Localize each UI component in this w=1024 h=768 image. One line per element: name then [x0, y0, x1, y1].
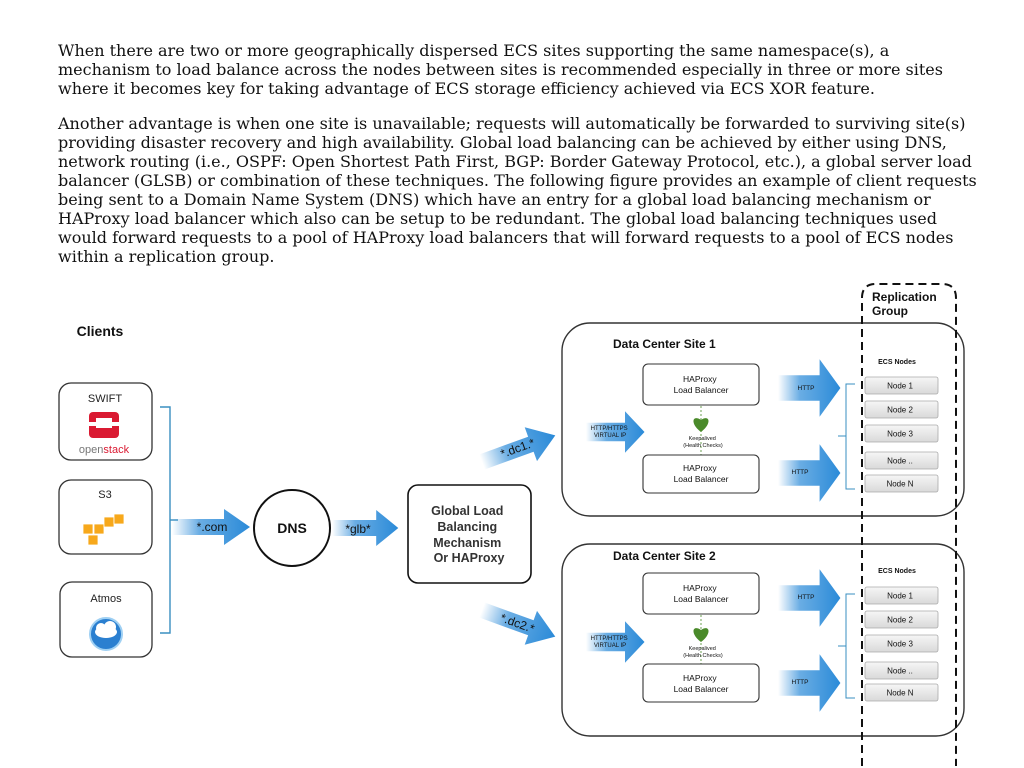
- keepalived-heart-icon: [693, 418, 709, 432]
- client-s3-label: S3: [98, 489, 111, 501]
- ecs-node-box: [864, 424, 939, 443]
- site-1-nodes-bracket: [838, 383, 855, 490]
- site-1-http-label-bottom: HTTP: [792, 469, 809, 476]
- site-1-keepalived-label: Keepalived (Health Checks): [683, 436, 723, 449]
- site-2-node-list: Node 1 Node 2 Node 3 Node .. Node N: [864, 586, 939, 702]
- site-1-haproxy-top: [642, 363, 760, 406]
- client-swift: SWIFT openstack: [58, 382, 153, 461]
- ecs-node-box: [864, 451, 939, 470]
- ecs-node-label: Node 3: [887, 430, 913, 439]
- ecs-node-box: [864, 683, 939, 702]
- data-center-site-2: Data Center Site 2 HTTP/HTTPS VIRTUAL IP…: [561, 543, 965, 737]
- data-center-site-1: Data Center Site 1 HTTP/HTTPS VIRTUAL IP…: [561, 322, 965, 517]
- site-2-haproxy-top-label: HAProxy Load Balancer: [674, 583, 729, 604]
- client-atmos-label: Atmos: [90, 593, 122, 605]
- ecs-node-box: [864, 661, 939, 680]
- ecs-node-label: Node 2: [887, 406, 913, 415]
- site-2-nodes-bracket: [838, 593, 855, 699]
- ecs-node-label: Node N: [886, 689, 913, 698]
- ecs-node-box: [864, 586, 939, 605]
- ecs-node-label: Node N: [886, 480, 913, 489]
- ecs-node-label: Node 1: [887, 592, 913, 601]
- openstack-wordmark: openstack: [79, 444, 130, 456]
- site-2-haproxy-bottom-label: HAProxy Load Balancer: [674, 673, 729, 694]
- site-1-haproxy-bottom-label: HAProxy Load Balancer: [674, 463, 729, 484]
- site-1-ecs-nodes-title: ECS Nodes: [878, 359, 916, 366]
- site-1-haproxy-top-label: HAProxy Load Balancer: [674, 374, 729, 395]
- glb-arrow-label: *glb*: [345, 522, 371, 536]
- site-1-vip-label: HTTP/HTTPS VIRTUAL IP: [591, 426, 630, 439]
- site-2-http-label-top: HTTP: [798, 594, 815, 601]
- global-load-balancer-box: [407, 484, 532, 584]
- ecs-node-label: Node 2: [887, 616, 913, 625]
- replication-group-border: [861, 283, 957, 766]
- ecs-node-box: [864, 400, 939, 419]
- site-1-node-list: Node 1 Node 2 Node 3 Node .. Node N: [864, 376, 939, 493]
- site-1-title: Data Center Site 1: [613, 337, 716, 351]
- cloud-globe-icon: [89, 617, 123, 651]
- com-arrow-label: *.com: [197, 520, 228, 534]
- client-swift-label: SWIFT: [88, 393, 122, 405]
- site-2-title: Data Center Site 2: [613, 549, 716, 563]
- ecs-node-label: Node 1: [887, 382, 913, 391]
- ecs-node-box: [864, 610, 939, 629]
- ecs-node-box: [864, 474, 939, 493]
- client-s3: S3: [58, 479, 153, 555]
- openstack-icon: [89, 412, 119, 438]
- ecs-node-label: Node ..: [887, 457, 913, 466]
- site-1-http-label-top: HTTP: [798, 385, 815, 392]
- dns-label: DNS: [277, 520, 307, 536]
- ecs-node-label: Node ..: [887, 667, 913, 676]
- ecs-node-box: [864, 376, 939, 395]
- aws-cubes-icon: [82, 513, 125, 546]
- intro-paragraph: When there are two or more geographicall…: [58, 41, 943, 98]
- site-2-haproxy-bottom: [642, 663, 760, 703]
- site-2-keepalived-label: Keepalived (Health Checks): [683, 646, 723, 659]
- replication-group-label: Replication Group: [872, 290, 940, 318]
- site-2-vip-label: HTTP/HTTPS VIRTUAL IP: [591, 636, 630, 649]
- clients-title: Clients: [77, 323, 124, 339]
- ecs-node-label: Node 3: [887, 640, 913, 649]
- ecs-node-box: [864, 634, 939, 653]
- body-paragraph: Another advantage is when one site is un…: [58, 114, 977, 266]
- client-atmos: Atmos: [59, 581, 153, 658]
- site-2-http-label-bottom: HTTP: [792, 679, 809, 686]
- global-load-balancing-diagram: Clients SWIFT openstack S3 Atmos: [58, 283, 965, 766]
- site-2-ecs-nodes-title: ECS Nodes: [878, 568, 916, 575]
- site-1-haproxy-bottom: [642, 454, 760, 494]
- site-2-haproxy-top: [642, 572, 760, 615]
- clients-bracket: [160, 406, 171, 634]
- global-load-balancer-label: Global Load Balancing Mechanism Or HAPro…: [431, 504, 507, 565]
- dns-node: [253, 489, 331, 567]
- keepalived-heart-icon: [693, 628, 709, 642]
